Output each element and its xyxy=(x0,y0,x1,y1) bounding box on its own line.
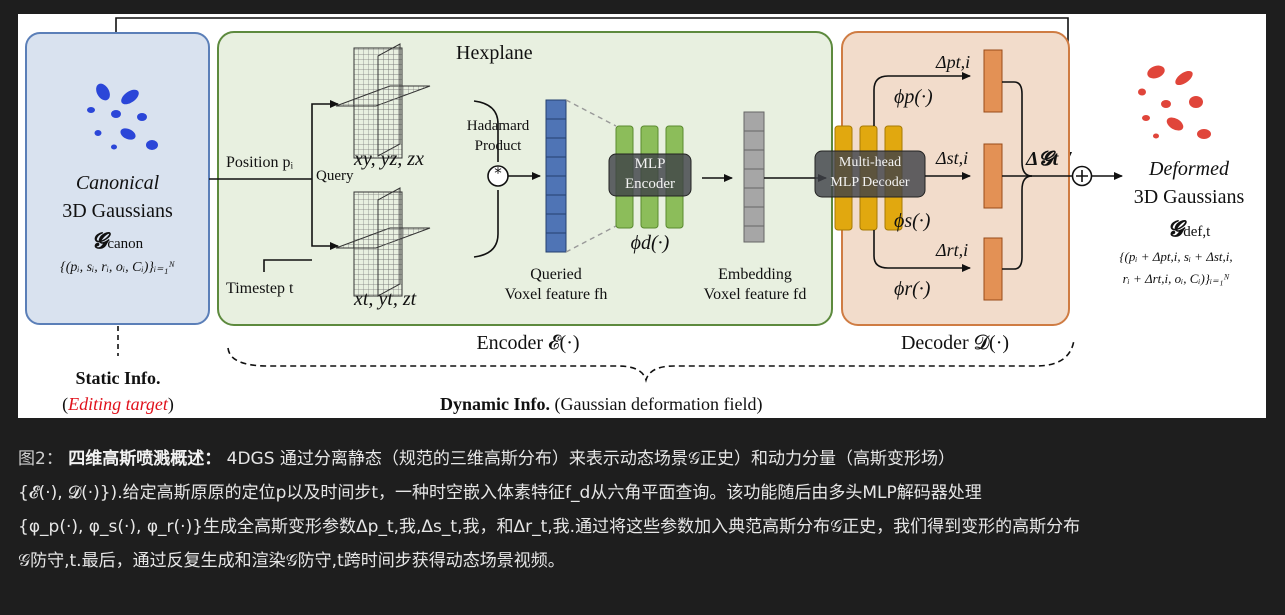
figure-graphics xyxy=(25,17,1211,383)
queried-label-2: Voxel feature fh xyxy=(504,286,608,303)
static-info-title: Static Info. xyxy=(75,368,161,388)
g-canon-main: 𝓖 xyxy=(91,228,108,253)
phi-d-label: ϕd(·) xyxy=(630,232,670,254)
mlp-encoder-label-2: Encoder xyxy=(625,176,675,192)
hexplane-label: Hexplane xyxy=(456,42,533,64)
mlp-decoder-label-1: Multi-head xyxy=(838,155,902,170)
encoder-caption: Encoder 𝓔(·) xyxy=(476,332,580,354)
queried-label-1: Queried xyxy=(530,266,582,283)
deformed-set-2: rᵢ + Δrt,i, oᵢ, Cᵢ)}ᵢ₌₁ᴺ xyxy=(1122,271,1230,286)
delta-g-label: Δ𝓖t xyxy=(1026,148,1059,170)
dynamic-info-title: Dynamic Info. xyxy=(440,394,551,414)
caption-title: 四维高斯喷溅概述： xyxy=(68,449,222,469)
dynamic-info-sub: (Gaussian deformation field) xyxy=(554,394,763,414)
canonical-subtitle: 3D Gaussians xyxy=(62,200,173,222)
delta-p-bar xyxy=(983,49,1003,113)
deformed-set-1: {(pᵢ + Δpt,i, sᵢ + Δst,i, xyxy=(1119,249,1233,264)
static-info-sub: (Editing target) xyxy=(62,394,174,414)
query-label: Query xyxy=(316,168,354,184)
queried-voxel-feature xyxy=(545,99,567,253)
canonical-set: {(pᵢ, sᵢ, rᵢ, oᵢ, Cᵢ)}ᵢ₌₁ᴺ xyxy=(60,260,175,275)
g-canon-symbol: 𝓖canon xyxy=(26,228,209,253)
canonical-title: Canonical xyxy=(75,172,160,194)
planes-bottom-label: xt, yt, zt xyxy=(354,288,417,310)
timestep-label: Timestep t xyxy=(226,280,294,297)
delta-s-label: Δst,i xyxy=(936,148,969,168)
caption-line-2: {𝓔(·), 𝓓(·)}).给定高斯原原的定位p以及时间步t，一种时空嵌入体素特… xyxy=(18,483,982,503)
hexplane-top xyxy=(335,43,431,159)
phi-r-label: ϕr(·) xyxy=(894,278,931,300)
deformed-subtitle: 3D Gaussians xyxy=(1133,186,1245,208)
caption-text-1: 4DGS 通过分离静态（规范的三维高斯分布）来表示动态场景𝒢正史）和动力分量（高… xyxy=(226,449,956,469)
caption-figure-label: 图2： xyxy=(18,449,63,469)
caption-line-3: {φ_p(·), φ_s(·), φ_r(·)}生成全高斯变形参数Δp_t,我,… xyxy=(18,517,1081,537)
phi-p-label: ϕp(·) xyxy=(894,86,933,108)
embedding-voxel-feature xyxy=(743,111,765,243)
g-canon-sub: canon xyxy=(107,236,144,252)
delta-p-label: Δpt,i xyxy=(936,52,971,72)
canonical-gaussians xyxy=(87,83,158,150)
hexplane-bottom xyxy=(335,187,431,297)
g-def-symbol: 𝓖def,t xyxy=(1124,216,1254,241)
hadamard-label-1: Hadamard xyxy=(466,118,530,134)
embedding-label-2: Voxel feature fd xyxy=(703,286,807,303)
mlp-encoder-label-1: MLP xyxy=(634,156,666,172)
hadamard-symbol: * xyxy=(494,164,502,182)
g-def-sub: def,t xyxy=(1183,224,1211,240)
position-label: Position pᵢ xyxy=(226,154,294,171)
mlp-decoder-badge xyxy=(814,150,926,198)
deformed-title: Deformed xyxy=(1149,158,1229,180)
planes-top-label: xy, yz, zx xyxy=(354,148,424,170)
caption-line-1: 图2： 四维高斯喷溅概述： 4DGS 通过分离静态（规范的三维高斯分布）来表示动… xyxy=(18,442,1268,476)
deformed-gaussians xyxy=(1138,65,1211,139)
phi-s-label: ϕs(·) xyxy=(894,210,931,232)
g-def-main: 𝓖 xyxy=(1167,216,1184,241)
editing-target-label: Editing target xyxy=(68,394,168,414)
mlp-encoder-badge xyxy=(608,153,692,197)
embedding-label-1: Embedding xyxy=(718,266,792,283)
mlp-decoder-label-2: MLP Decoder xyxy=(830,175,910,190)
delta-r-bar xyxy=(983,237,1003,301)
dynamic-info-label: Dynamic Info. (Gaussian deformation fiel… xyxy=(440,394,762,415)
dynamic-info-brace xyxy=(227,339,1075,383)
figure-caption: 图2： 四维高斯喷溅概述： 4DGS 通过分离静态（规范的三维高斯分布）来表示动… xyxy=(18,442,1268,578)
delta-s-bar xyxy=(983,143,1003,209)
caption-line-4: 𝒢防守,t.最后，通过反复生成和渲染𝒢防守,t跨时间步获得动态场景视频。 xyxy=(18,551,565,571)
method-figure: Canonical 3D Gaussians 𝓖canon {(pᵢ, sᵢ, … xyxy=(18,14,1266,418)
hadamard-label-2: Product xyxy=(474,138,522,154)
delta-r-label: Δrt,i xyxy=(936,240,969,260)
decoder-caption: Decoder 𝓓(·) xyxy=(900,332,1010,354)
